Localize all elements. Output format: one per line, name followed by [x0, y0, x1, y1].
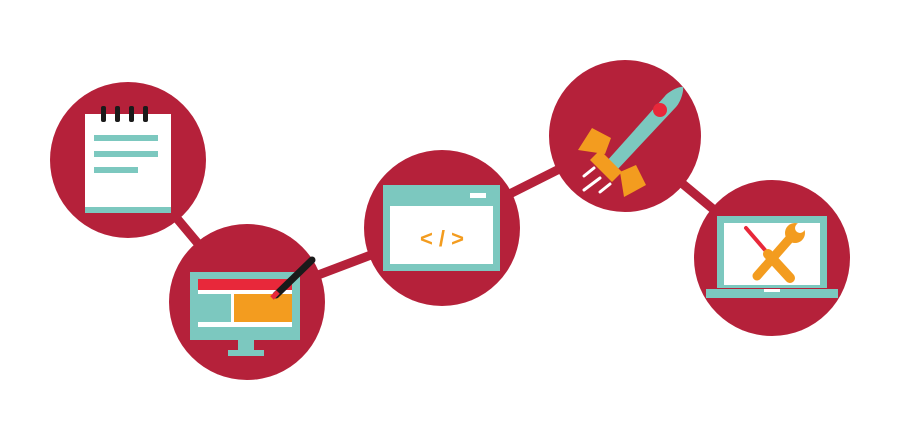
step-label-code: Code — [425, 126, 469, 145]
step-code: < / > — [364, 150, 520, 306]
rocket-icon — [578, 86, 684, 197]
step-maintain — [694, 180, 850, 336]
step-label-plan: Plan — [110, 53, 146, 72]
step-label-launch: Launch — [598, 39, 660, 58]
code-symbol: < / > — [420, 226, 464, 251]
monitor-design-icon — [190, 256, 316, 356]
step-label-design: Design — [229, 206, 287, 225]
code-window-icon — [383, 185, 500, 271]
laptop-tools-icon — [706, 216, 838, 298]
step-launch — [549, 60, 701, 212]
screwdriver-icon — [744, 226, 795, 283]
step-label-maintain: Maintain — [744, 157, 814, 176]
stylus-icon — [270, 256, 316, 300]
notepad-icon — [85, 106, 171, 213]
step-plan — [50, 82, 206, 238]
step-design — [169, 224, 325, 380]
